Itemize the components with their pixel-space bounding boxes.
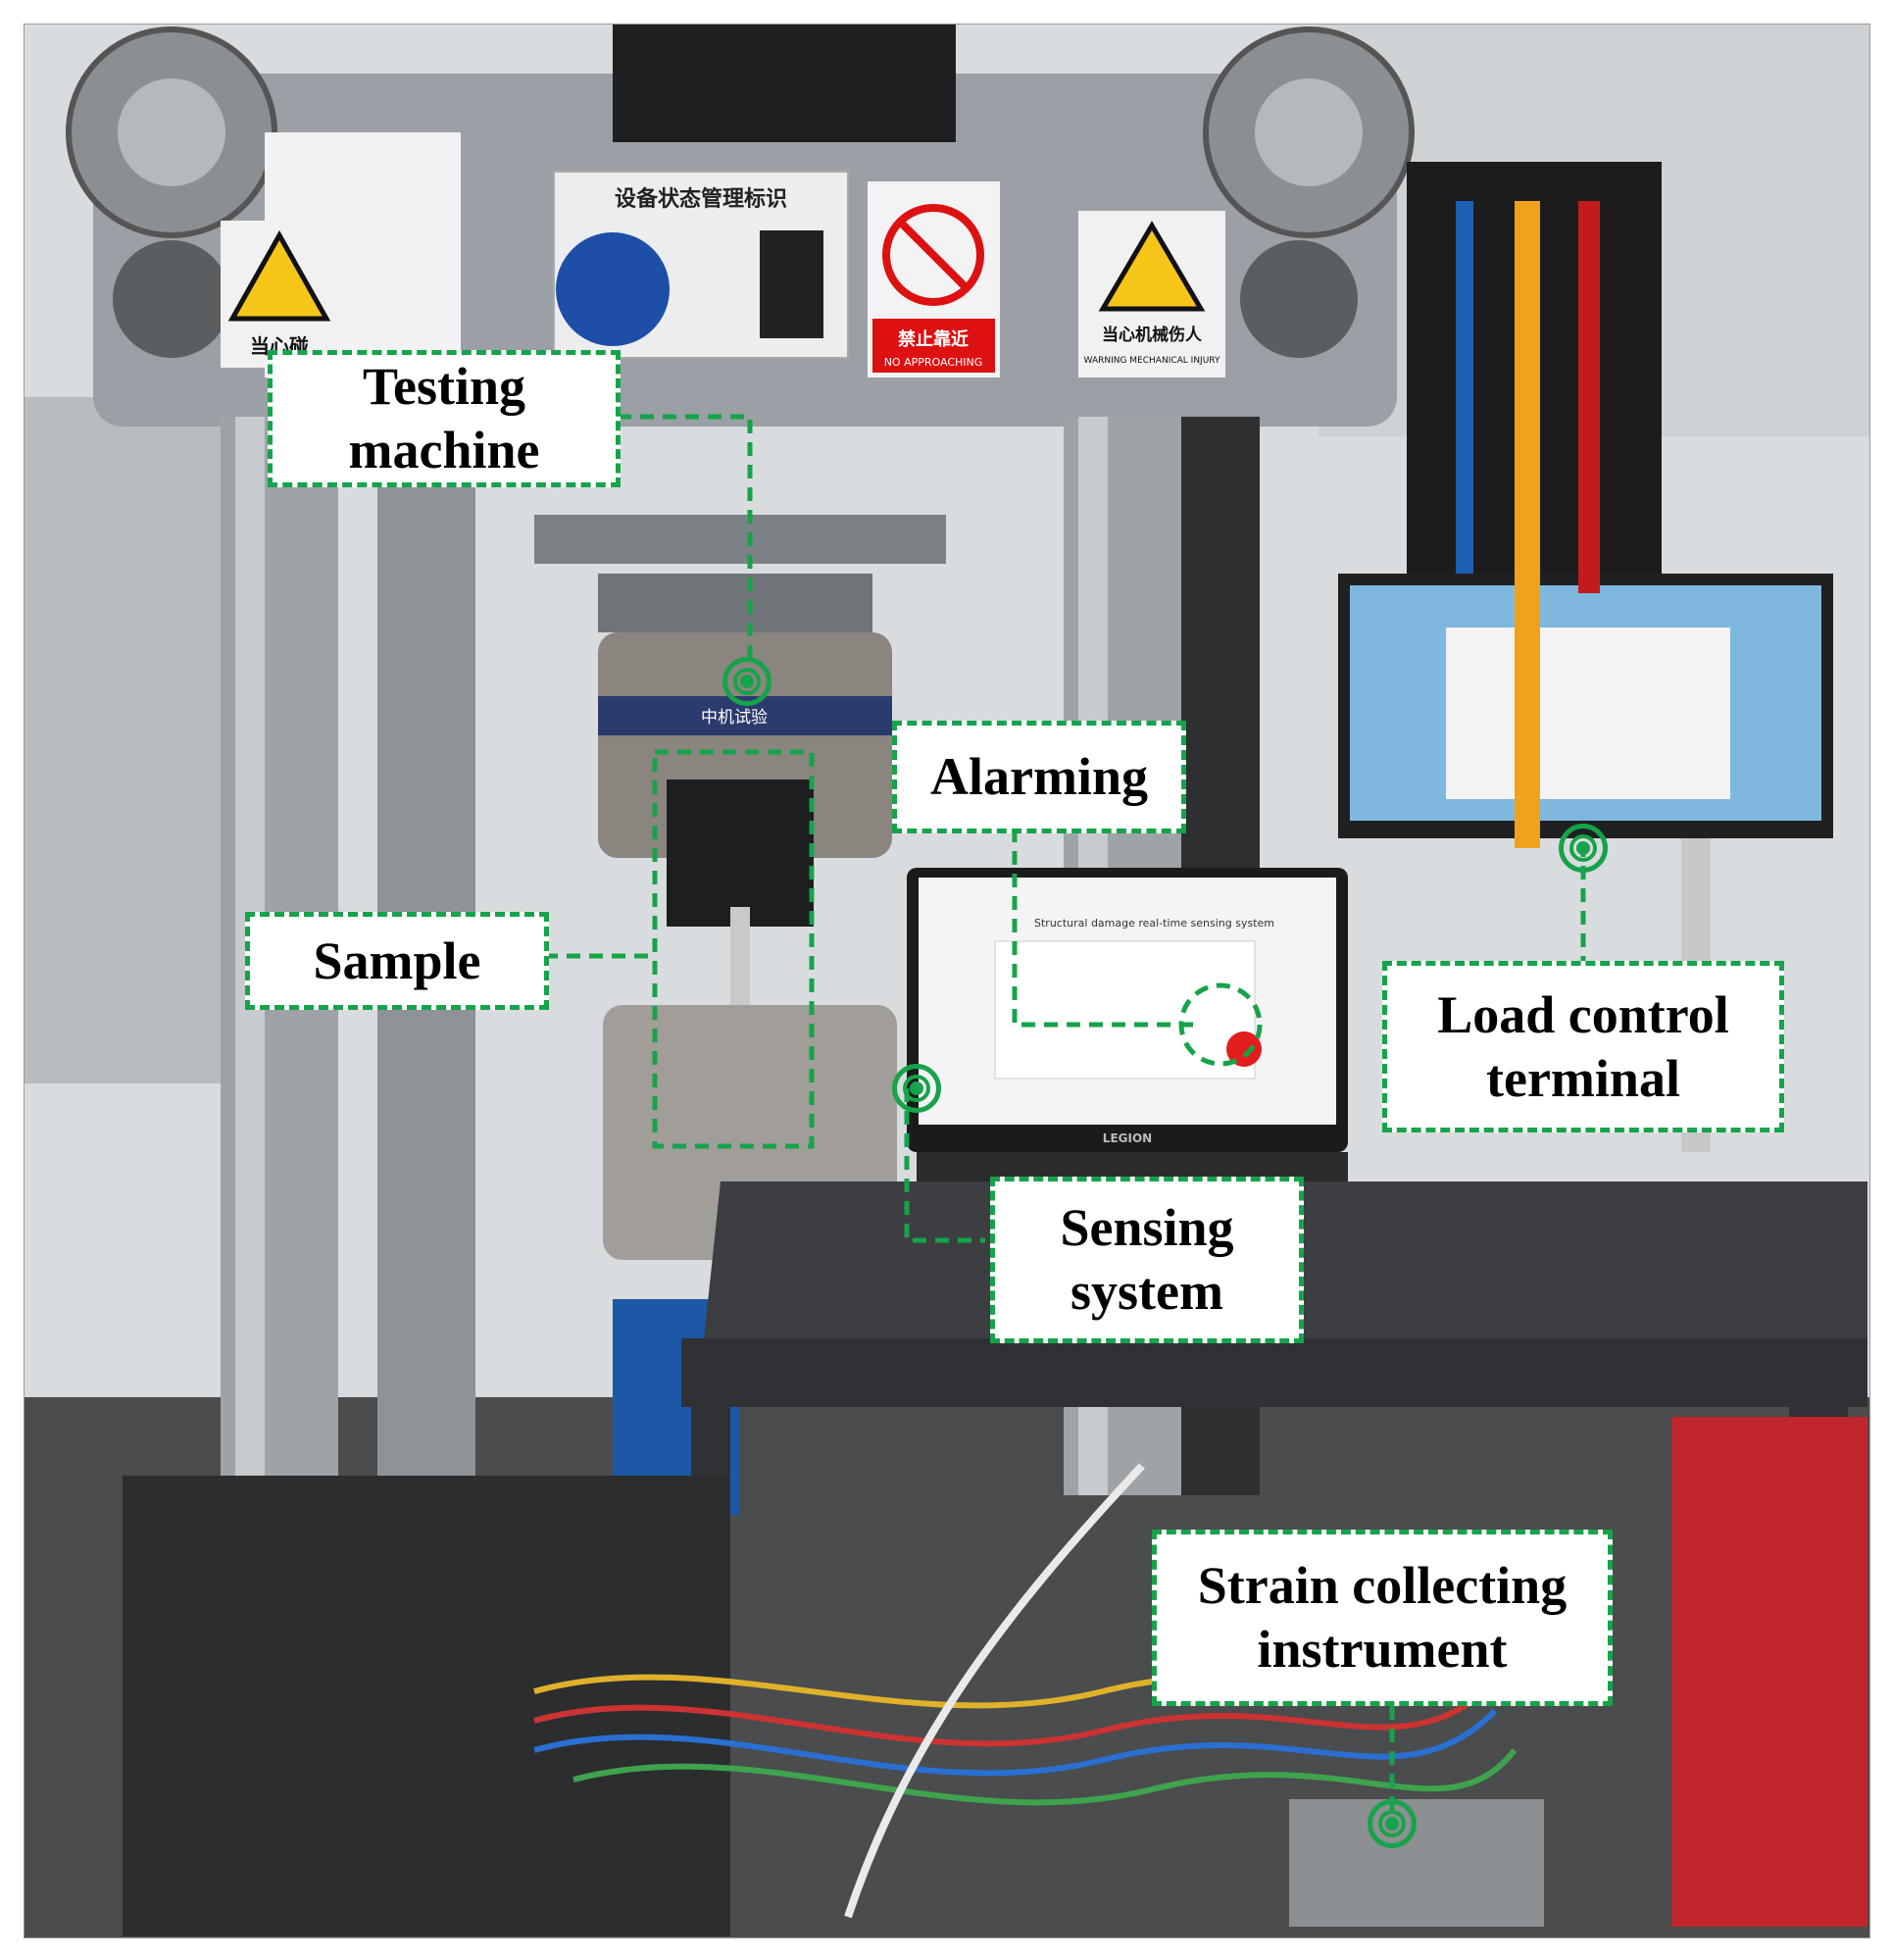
alarm-indicator-light: [1226, 1031, 1262, 1067]
testing-machine-target-icon: [722, 657, 771, 706]
sensing-system-target-icon: [892, 1064, 941, 1113]
label-testing-machine: Testing machine: [268, 350, 621, 487]
load-control-target-icon: [1559, 824, 1608, 873]
laptop-brand-text: LEGION: [1103, 1131, 1152, 1145]
no-approach-en-text: NO APPROACHING: [884, 356, 983, 369]
warning-right-text: 当心机械伤人: [1102, 325, 1203, 345]
brand-band-text: 中机试验: [701, 708, 768, 728]
equipment-sign-title: 设备状态管理标识: [615, 186, 787, 212]
label-load-control-terminal: Load control terminal: [1382, 961, 1784, 1132]
label-alarming: Alarming: [892, 721, 1186, 833]
strain-instrument-target-icon: [1368, 1799, 1417, 1848]
lab-photo: 设备状态管理标识 当心碰 禁止靠近 NO APPROACHING 当心机械伤人 …: [24, 24, 1870, 1938]
no-approach-text: 禁止靠近: [898, 328, 969, 350]
warning-right-en-text: WARNING MECHANICAL INJURY: [1084, 356, 1220, 366]
label-sample: Sample: [245, 912, 549, 1010]
label-strain-collecting-instrument: Strain collecting instrument: [1152, 1530, 1613, 1706]
label-sensing-system: Sensing system: [990, 1177, 1304, 1343]
laptop-screen-title: Structural damage real-time sensing syst…: [1034, 917, 1274, 930]
